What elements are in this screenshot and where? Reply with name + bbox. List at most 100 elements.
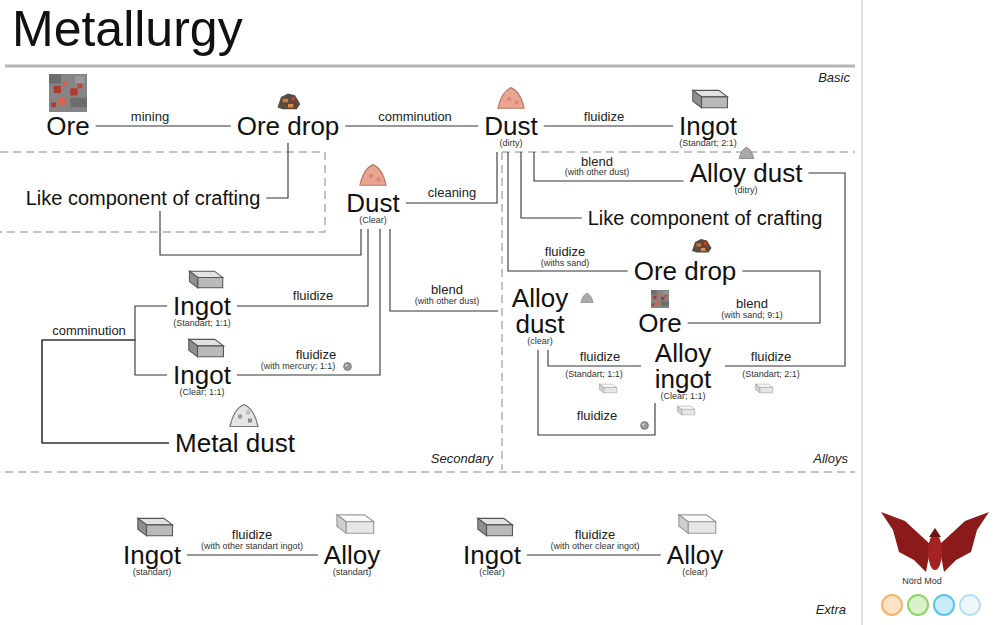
node-note: (Clear) bbox=[346, 216, 399, 226]
process-node: Alloy(clear) bbox=[667, 542, 723, 578]
dragon-body bbox=[928, 534, 942, 570]
node-label: Ingot bbox=[173, 362, 231, 388]
connector-line bbox=[42, 306, 169, 443]
section-label: Alloys bbox=[811, 452, 850, 466]
edge-label: comminution bbox=[376, 110, 454, 124]
note-label: Nörd Mod bbox=[900, 577, 944, 587]
note-label: (with sand; 9:1) bbox=[719, 311, 785, 321]
process-node: Alloy dust(clear) bbox=[504, 285, 576, 347]
alloy-icon bbox=[337, 515, 374, 533]
edge-label: fluidize bbox=[291, 289, 335, 303]
node-label: Like component of crafting bbox=[588, 208, 823, 228]
connector-line bbox=[544, 125, 673, 126]
alloy-dust-icon bbox=[581, 293, 593, 303]
section-label: Basic bbox=[816, 71, 852, 85]
metal-dust-icon bbox=[230, 405, 258, 427]
edge-label: fluidize bbox=[543, 245, 587, 259]
process-node: Ingot(standart) bbox=[123, 542, 181, 578]
node-label: Alloy bbox=[324, 542, 380, 568]
process-node: Alloy(standart) bbox=[324, 542, 380, 578]
alloy-icon bbox=[679, 515, 716, 533]
section-label: Secondary bbox=[429, 452, 495, 466]
node-label: Alloy dust bbox=[504, 285, 576, 337]
note-label: (Standart; 2:1) bbox=[740, 370, 802, 380]
connector-line bbox=[237, 229, 368, 306]
node-label: Dust bbox=[346, 190, 399, 216]
extra-region-divider bbox=[5, 471, 855, 473]
note-label: (with other dust) bbox=[413, 297, 482, 307]
note-label: (with other clear ingot) bbox=[548, 542, 641, 552]
node-note: (Clear; 1:1) bbox=[173, 388, 231, 398]
process-node: Dust(Clear) bbox=[346, 190, 399, 226]
node-label: Metal dust bbox=[175, 430, 295, 456]
logo-circle bbox=[960, 595, 980, 615]
process-node: Alloy dust(ditry) bbox=[690, 160, 803, 196]
process-node: Alloy ingot(Clear; 1:1) bbox=[647, 340, 719, 402]
node-label: Ingot bbox=[173, 293, 231, 319]
node-note: (clear) bbox=[504, 337, 576, 347]
process-node: Ingot(Standart; 1:1) bbox=[173, 293, 231, 329]
connector-line bbox=[42, 340, 169, 443]
process-node: Ore bbox=[638, 310, 681, 336]
title-rule bbox=[5, 65, 855, 68]
mercury-icon bbox=[344, 363, 352, 371]
process-node: Ingot(clear) bbox=[463, 542, 521, 578]
connector-line bbox=[237, 229, 380, 375]
logo-circle bbox=[882, 595, 902, 615]
dust-icon bbox=[498, 88, 524, 109]
connector-line bbox=[187, 554, 318, 555]
ore-drop-icon bbox=[692, 239, 712, 253]
edge-label: fluidize bbox=[749, 350, 793, 364]
node-label: Ore drop bbox=[237, 113, 340, 139]
ingot-icon bbox=[138, 518, 173, 535]
dust-icon bbox=[360, 165, 386, 186]
mercury-icon bbox=[641, 422, 649, 430]
edge-label: blend bbox=[429, 283, 465, 297]
node-label: Ore bbox=[638, 310, 681, 336]
process-node: Ore drop bbox=[634, 258, 737, 284]
connector-line bbox=[390, 229, 498, 311]
side-rule bbox=[861, 0, 863, 625]
process-node: Ore bbox=[46, 113, 89, 139]
alloy-ingot-icon bbox=[599, 384, 616, 393]
ore-icon bbox=[651, 290, 669, 308]
basic-region-divider bbox=[502, 151, 855, 153]
connector-line bbox=[160, 211, 361, 255]
section-label: Extra bbox=[814, 603, 848, 617]
note-label: (with other dust) bbox=[563, 168, 632, 178]
edge-label: comminution bbox=[50, 324, 128, 338]
node-label: Alloy ingot bbox=[647, 340, 719, 392]
node-label: Alloy bbox=[667, 542, 723, 568]
node-note: (standart) bbox=[123, 568, 181, 578]
node-label: Alloy dust bbox=[690, 160, 803, 186]
alloy-ingot-icon bbox=[677, 406, 694, 415]
connector-line bbox=[548, 350, 641, 366]
connector-line bbox=[96, 125, 231, 126]
node-note: (dirty) bbox=[484, 139, 537, 149]
node-label: Ore drop bbox=[634, 258, 737, 284]
ore-icon bbox=[49, 74, 87, 112]
edge-label: fluidize bbox=[230, 528, 274, 542]
connector-line bbox=[538, 350, 655, 435]
dragon-logo bbox=[881, 512, 989, 572]
process-node: Metal dust bbox=[175, 430, 295, 456]
node-note: (clear) bbox=[463, 568, 521, 578]
node-note: (Clear; 1:1) bbox=[647, 392, 719, 402]
alloy-ingot-icon bbox=[755, 384, 772, 393]
edge-label: fluidize bbox=[575, 409, 619, 423]
note-label: (with mercury; 1:1) bbox=[259, 362, 338, 372]
node-label: Ingot bbox=[123, 542, 181, 568]
ingot-icon bbox=[189, 339, 224, 356]
node-note: (Standart; 1:1) bbox=[173, 319, 231, 329]
ingot-icon bbox=[189, 271, 222, 288]
edge-label: fluidize bbox=[294, 348, 338, 362]
node-label: Ingot bbox=[463, 542, 521, 568]
logo-circle bbox=[934, 595, 954, 615]
connector-line bbox=[345, 125, 478, 126]
note-label: (withs sand) bbox=[539, 259, 592, 269]
edge-label: fluidize bbox=[582, 110, 626, 124]
logo-circle bbox=[908, 595, 928, 615]
section-dividers bbox=[0, 152, 855, 472]
dragon-head bbox=[929, 528, 941, 537]
